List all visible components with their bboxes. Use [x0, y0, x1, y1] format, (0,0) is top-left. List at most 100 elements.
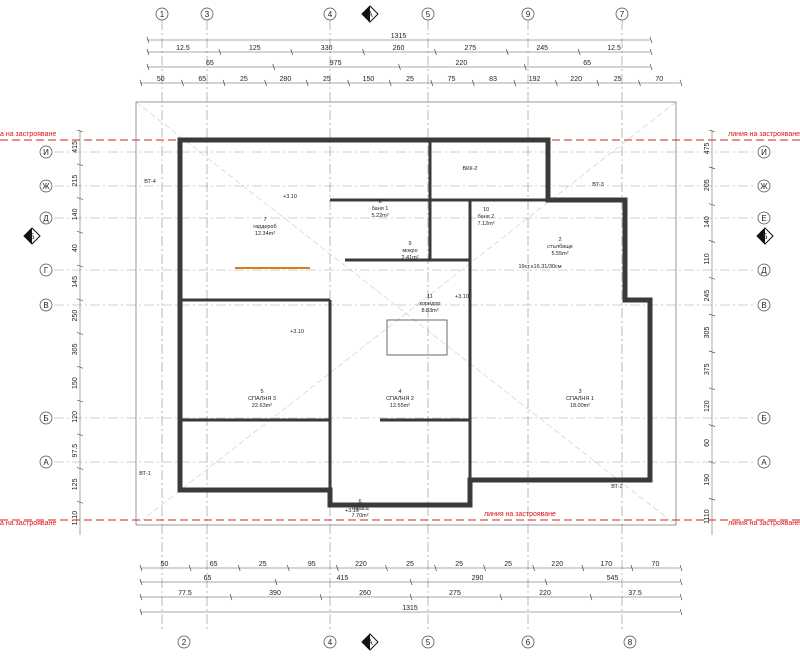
room-name: баня 1: [372, 206, 389, 212]
row-bubble-right: [757, 179, 771, 193]
dim-bot-4-tick: [679, 608, 683, 616]
dim-top-3-value: 220: [456, 60, 468, 67]
dim-bot-1-value: 65: [210, 561, 218, 568]
row-label-right: А: [761, 458, 767, 467]
dim-bot-1-value: 25: [259, 561, 267, 568]
room-name: баня 2: [478, 214, 495, 220]
dim-left-tick: [76, 129, 84, 133]
section-mark-fill: [362, 634, 370, 650]
row-label-left: Б: [43, 414, 48, 423]
dim-bot-1-tick: [532, 564, 536, 572]
dim-top-4-tick: [679, 79, 683, 87]
dim-bot-1-tick: [139, 564, 143, 572]
dim-left-tick: [76, 197, 84, 200]
dim-top-4-value: 192: [529, 76, 541, 83]
plot-boundary: [135, 101, 677, 526]
section-mark: [756, 227, 774, 245]
dim-bot-1-value: 25: [504, 561, 512, 568]
room-name: СПАЛНЯ 1: [566, 396, 594, 402]
row-bubble-left: [39, 298, 53, 312]
dim-right-tick: [708, 387, 716, 391]
dim-top-4-tick: [139, 79, 143, 87]
stair-block: [386, 319, 448, 356]
room-area: 5.22m²: [371, 213, 388, 219]
dim-top-2-tick: [362, 48, 365, 56]
axis-label-bottom: 8: [628, 638, 633, 647]
dim-bot-4-value: 1315: [402, 605, 418, 612]
dim-top-4-tick: [430, 79, 434, 87]
dim-top-4-value: 25: [323, 76, 331, 83]
dim-right-tick: [708, 313, 716, 317]
row-bubble-right: [757, 298, 771, 312]
dim-top-3-value: 65: [583, 60, 591, 67]
dim-right-value: 60: [704, 439, 711, 447]
axis-label-top: 5: [426, 10, 431, 19]
dim-bot-1-tick: [679, 564, 683, 572]
dim-bot-3-value: 390: [269, 590, 281, 597]
dim-top-3-tick: [523, 63, 527, 71]
dim-left-value: 120: [72, 411, 79, 423]
dim-left-tick: [76, 433, 84, 437]
dim-top-4-value: 25: [614, 76, 622, 83]
walls: [135, 101, 677, 526]
row-label-right: Е: [761, 214, 766, 223]
dim-top-2-tick: [434, 48, 437, 56]
row-label-right: Д: [761, 266, 767, 275]
room-area: 7.70m²: [351, 513, 368, 519]
dim-bot-1-value: 220: [551, 561, 563, 568]
dim-top-2-value: 275: [465, 45, 477, 52]
row-bubble-right: [757, 455, 771, 469]
dim-bot-4-tick: [139, 608, 143, 616]
dim-top-2-tick: [146, 48, 150, 56]
room-number: 7: [263, 217, 266, 223]
level-mark: +3.10: [455, 294, 469, 300]
dim-bot-1-tick: [336, 564, 339, 572]
dim-bot-1-value: 25: [406, 561, 414, 568]
dim-bot-3-value: 260: [359, 590, 371, 597]
room-number: 4: [398, 389, 401, 395]
row-bubble-right: [757, 211, 771, 225]
dim-top-4-value: 70: [655, 76, 663, 83]
dim-top-1-value: 1315: [391, 33, 407, 40]
level-mark: +3.10: [290, 329, 304, 335]
axis-label-top: 1: [160, 10, 165, 19]
dim-top-2-value: 125: [249, 45, 261, 52]
row-label-right: В: [761, 301, 766, 310]
dim-top-4-tick: [638, 79, 641, 87]
axis-label-bottom: 2: [182, 638, 187, 647]
section-mark-label: Б: [29, 232, 34, 241]
level-mark: +3.10: [345, 508, 359, 514]
dim-top-4-value: 75: [448, 76, 456, 83]
tag-stairs: 19ст.х16.31/30см: [519, 264, 562, 270]
room-area: 2.41m²: [401, 255, 418, 261]
row-bubble-left: [39, 145, 53, 159]
dim-bot-2-value: 545: [607, 575, 619, 582]
room-name: тераса: [351, 506, 369, 512]
dim-bot-1-tick: [581, 564, 585, 572]
dim-bot-3-value: 275: [449, 590, 461, 597]
dim-bot-3-value: 37.5: [628, 590, 642, 597]
room-number: 6: [358, 499, 361, 505]
room-name: СПАЛНЯ 2: [386, 396, 414, 402]
axis-bubble-bottom: [323, 635, 337, 649]
room-name: стълбище: [547, 244, 573, 250]
dim-top-3-value: 65: [206, 60, 214, 67]
dim-bot-3-value: 77.5: [178, 590, 192, 597]
row-bubble-left: [39, 455, 53, 469]
dim-right-value: 375: [704, 363, 711, 375]
axis-bubble-bottom: [521, 635, 535, 649]
dim-top-3-tick: [272, 63, 276, 71]
dim-top-2-value: 12.5: [176, 45, 190, 52]
dim-top-2-tick: [218, 48, 222, 56]
dim-bot-1-tick: [434, 564, 437, 572]
tag-vt1: ВТ-1: [139, 471, 151, 477]
tag-vkk2: ВКК-2: [463, 166, 478, 172]
tag-vt4: ВТ-4: [144, 179, 156, 185]
room-area: 5.55m²: [551, 251, 568, 257]
row-label-left: Г: [44, 266, 49, 275]
section-mark-fill: [24, 228, 32, 244]
row-label-left: В: [43, 301, 48, 310]
row-label-left: Д: [43, 214, 49, 223]
